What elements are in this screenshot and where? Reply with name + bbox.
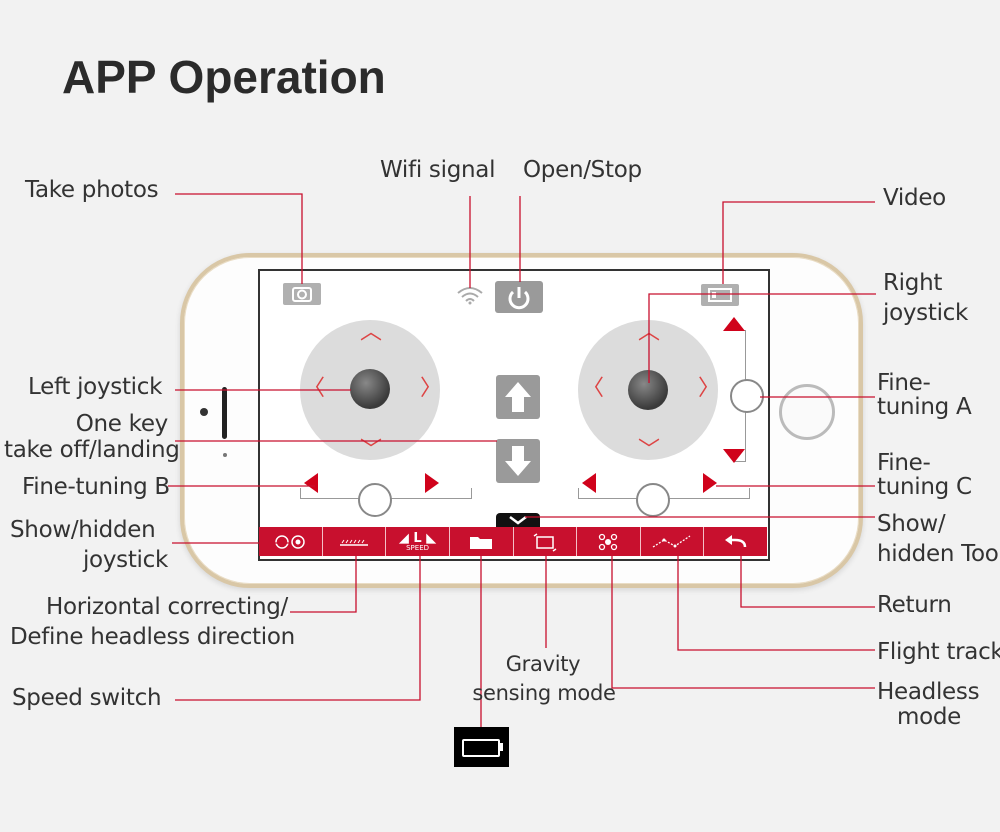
label-fine-tuning-c-1: Fine-: [877, 450, 931, 476]
chevron-right-icon: 〉: [420, 376, 443, 401]
label-fine-tuning-b: Fine-tuning B: [22, 474, 170, 500]
calibrate-icon: [339, 539, 368, 546]
flight-track-icon: [652, 534, 691, 548]
chevron-up-icon: ︿: [360, 320, 383, 345]
label-show-hidden-joystick-1: Show/hidden: [10, 517, 156, 543]
label-show-hidden-joystick-2: joystick: [82, 547, 168, 573]
leader-flight-track: [677, 555, 875, 651]
chevron-left-icon: 〈: [582, 376, 605, 401]
label-headless-2: mode: [897, 704, 962, 730]
fine-tuning-c-slider[interactable]: [636, 483, 670, 517]
landing-button[interactable]: [496, 439, 540, 483]
label-show-hidden-tool-1: Show/: [877, 511, 946, 537]
label-one-key-2: take off/landing: [4, 437, 180, 463]
calibrate-button[interactable]: [323, 527, 387, 556]
label-fine-tuning-c-2: tuning C: [877, 474, 972, 500]
chevron-down-icon: ﹀: [638, 438, 661, 463]
flight-track-button[interactable]: [641, 527, 705, 556]
label-gravity-1: Gravity: [505, 652, 581, 676]
fine-tuning-b-slider[interactable]: [358, 483, 392, 517]
return-icon: [724, 534, 746, 547]
trim-right-icon[interactable]: [425, 473, 439, 493]
headless-button[interactable]: [577, 527, 641, 556]
label-horizontal-1: Horizontal correcting/: [46, 594, 288, 620]
phone-camera: [200, 408, 208, 416]
label-fine-tuning-a-2: tuning A: [877, 394, 972, 420]
label-horizontal-2: Define headless direction: [10, 624, 295, 650]
right-joystick-knob[interactable]: [628, 370, 668, 410]
camera-icon[interactable]: [283, 283, 321, 305]
label-show-hidden-tool-2: hidden Tool: [877, 541, 1000, 567]
speed-icon: ◢ L ◣: [398, 530, 437, 546]
label-wifi-signal: Wifi signal: [380, 157, 496, 183]
trim-left-icon[interactable]: [304, 473, 318, 493]
leader-return: [740, 555, 875, 608]
chevron-left-icon: 〈: [303, 376, 326, 401]
joystick-toggle-button[interactable]: [259, 527, 323, 556]
label-left-joystick: Left joystick: [28, 374, 163, 400]
leader-video: [722, 201, 875, 284]
battery-icon: [454, 727, 509, 767]
label-take-photos: Take photos: [25, 177, 159, 203]
app-toolbar: ◢ L ◣ SPEED: [259, 527, 767, 556]
folder-icon: [470, 536, 493, 549]
headless-icon: [599, 533, 618, 550]
video-icon[interactable]: [701, 284, 739, 306]
leader-take-photos: [175, 193, 303, 284]
takeoff-button[interactable]: [496, 375, 540, 419]
trim-up-icon[interactable]: [723, 317, 745, 331]
folder-button[interactable]: [450, 527, 514, 556]
trim-right-icon[interactable]: [703, 473, 717, 493]
power-button[interactable]: [495, 281, 543, 313]
fine-tuning-a-slider[interactable]: [730, 379, 764, 413]
label-one-key-1: One key: [75, 411, 169, 437]
label-fine-tuning-a-1: Fine-: [877, 370, 931, 396]
chevron-down-icon: ﹀: [360, 438, 383, 463]
gravity-icon: [533, 532, 557, 552]
leader-horizontal: [290, 555, 357, 613]
label-gravity-2: sensing mode: [472, 681, 616, 705]
gravity-button[interactable]: [514, 527, 578, 556]
label-return: Return: [877, 592, 952, 618]
leader-speed: [175, 555, 421, 701]
page-title: APP Operation: [62, 51, 386, 103]
joystick-toggle-icon: [275, 534, 306, 549]
return-button[interactable]: [704, 527, 767, 556]
label-video: Video: [883, 185, 946, 211]
speed-button[interactable]: ◢ L ◣ SPEED: [386, 527, 450, 556]
trim-down-icon[interactable]: [723, 449, 745, 463]
label-right-joystick-2: joystick: [883, 300, 969, 326]
label-open-stop: Open/Stop: [523, 157, 642, 183]
left-joystick-knob[interactable]: [350, 369, 390, 409]
speed-icon-text: SPEED: [406, 543, 430, 552]
label-right-joystick-1: Right: [883, 270, 943, 296]
leader-right-joystick: [648, 293, 876, 383]
home-button[interactable]: [779, 384, 835, 440]
chevron-right-icon: 〉: [698, 376, 721, 401]
phone-sensor: [223, 453, 227, 457]
leader-headless: [611, 555, 875, 689]
trim-left-icon[interactable]: [582, 473, 596, 493]
label-headless-1: Headless: [877, 679, 980, 705]
label-speed-switch: Speed switch: [12, 685, 162, 711]
label-flight-track: Flight track: [877, 639, 1000, 665]
phone-speaker: [222, 387, 227, 439]
